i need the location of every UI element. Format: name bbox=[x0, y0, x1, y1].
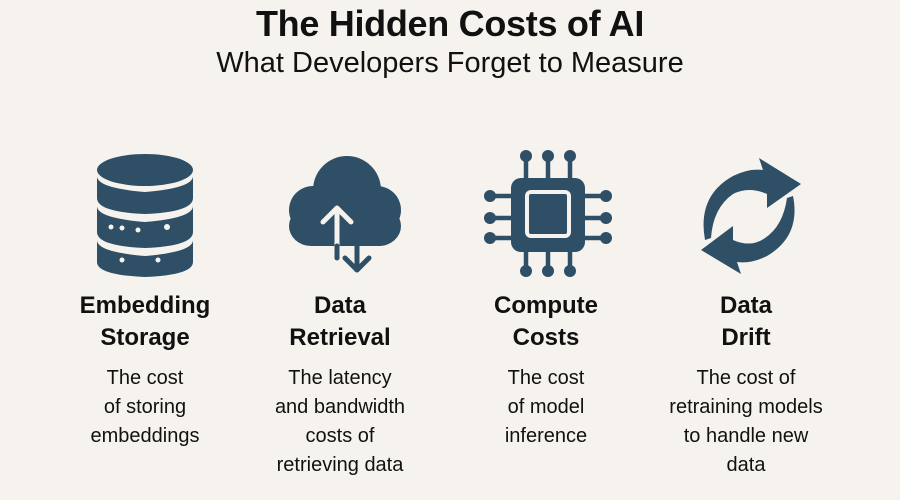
cost-item-compute-costs: Compute Costs The cost of model inferenc… bbox=[446, 140, 646, 451]
item-description: The cost of storing embeddings bbox=[90, 367, 200, 447]
database-icon bbox=[70, 140, 220, 280]
item-description: The latency and bandwidth costs of retri… bbox=[274, 367, 406, 476]
refresh-cycle-icon bbox=[671, 140, 821, 280]
cloud-transfer-icon bbox=[265, 140, 415, 280]
cost-item-embedding-storage: Embedding Storage The cost of storing em… bbox=[45, 140, 245, 451]
item-heading: Data Retrieval bbox=[289, 292, 391, 351]
item-description: The cost of model inference bbox=[504, 367, 588, 447]
item-heading: Embedding Storage bbox=[79, 292, 211, 351]
cost-item-data-retrieval: Data Retrieval The latency and bandwidth… bbox=[240, 140, 440, 480]
item-heading: Compute Costs bbox=[494, 292, 598, 351]
item-heading: Data Drift bbox=[719, 292, 773, 351]
cpu-chip-icon bbox=[471, 140, 621, 280]
page-subtitle: What Developers Forget to Measure bbox=[216, 47, 684, 79]
cost-item-data-drift: Data Drift The cost of retraining models… bbox=[646, 140, 846, 480]
item-description: The cost of retraining models to handle … bbox=[669, 367, 823, 476]
page-title: The Hidden Costs of AI bbox=[255, 3, 645, 44]
